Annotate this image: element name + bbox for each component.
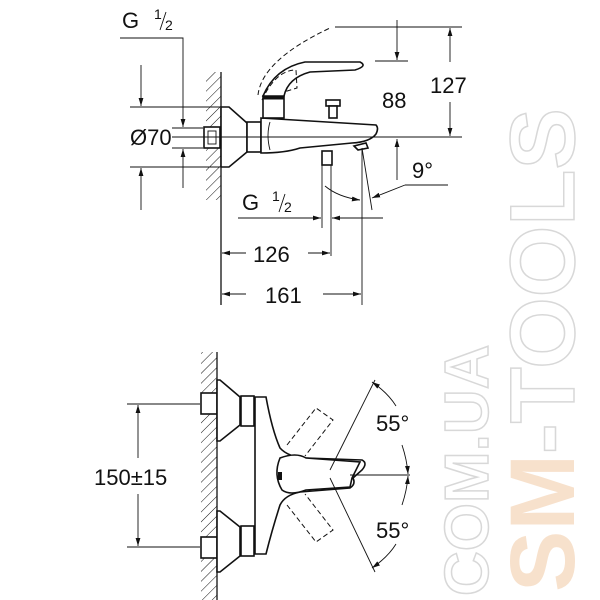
height-total-label: 127 <box>430 73 467 98</box>
spout-aerator <box>352 142 370 151</box>
lower-escutcheon <box>216 510 241 573</box>
handle-lever <box>261 61 364 97</box>
watermark: SM-TOOLS COM.UA <box>432 107 595 596</box>
wall-hatching-front <box>201 352 217 600</box>
thread-bottom-g: G <box>242 190 259 215</box>
diameter-label: Ø70 <box>130 125 172 150</box>
upper-nut <box>240 395 255 427</box>
watermark-brand: SM <box>492 454 594 592</box>
thread-bottom-label: G 1 2 <box>242 188 292 215</box>
shower-outlet <box>321 150 333 166</box>
watermark-domain: COM.UA <box>433 345 502 596</box>
side-view: Ø70 G 1 2 88 127 9° G 1 <box>120 6 467 308</box>
watermark-brand-rest: -TOOLS <box>492 108 594 454</box>
lower-inlet <box>200 536 218 559</box>
dist-spout-label: 161 <box>265 283 302 308</box>
front-view: 55° 55° 150±15 <box>94 352 410 600</box>
thread-top-num: 1 <box>154 6 162 22</box>
inlet-fitting <box>203 126 221 149</box>
dist-outlet-label: 126 <box>253 242 290 267</box>
thread-bottom-den: 2 <box>284 199 292 215</box>
thread-top-label: G 1 2 <box>122 6 173 33</box>
diverter-knob <box>325 99 341 107</box>
mixer-body <box>260 117 379 154</box>
spout-angle-label: 9° <box>412 158 433 183</box>
upper-escutcheon <box>216 379 241 442</box>
angle-up-label: 55° <box>376 411 409 436</box>
upper-inlet <box>200 392 218 415</box>
thread-top-den: 2 <box>165 17 173 33</box>
front-handle <box>276 454 362 494</box>
watermark-line-1: SM-TOOLS <box>492 108 594 592</box>
thread-top-g: G <box>122 8 139 33</box>
thread-bottom-num: 1 <box>272 188 280 204</box>
height-handle-label: 88 <box>382 88 406 113</box>
inlet-spacing-label: 150±15 <box>94 465 167 490</box>
angle-down-label: 55° <box>376 518 409 543</box>
lower-nut <box>240 525 255 557</box>
